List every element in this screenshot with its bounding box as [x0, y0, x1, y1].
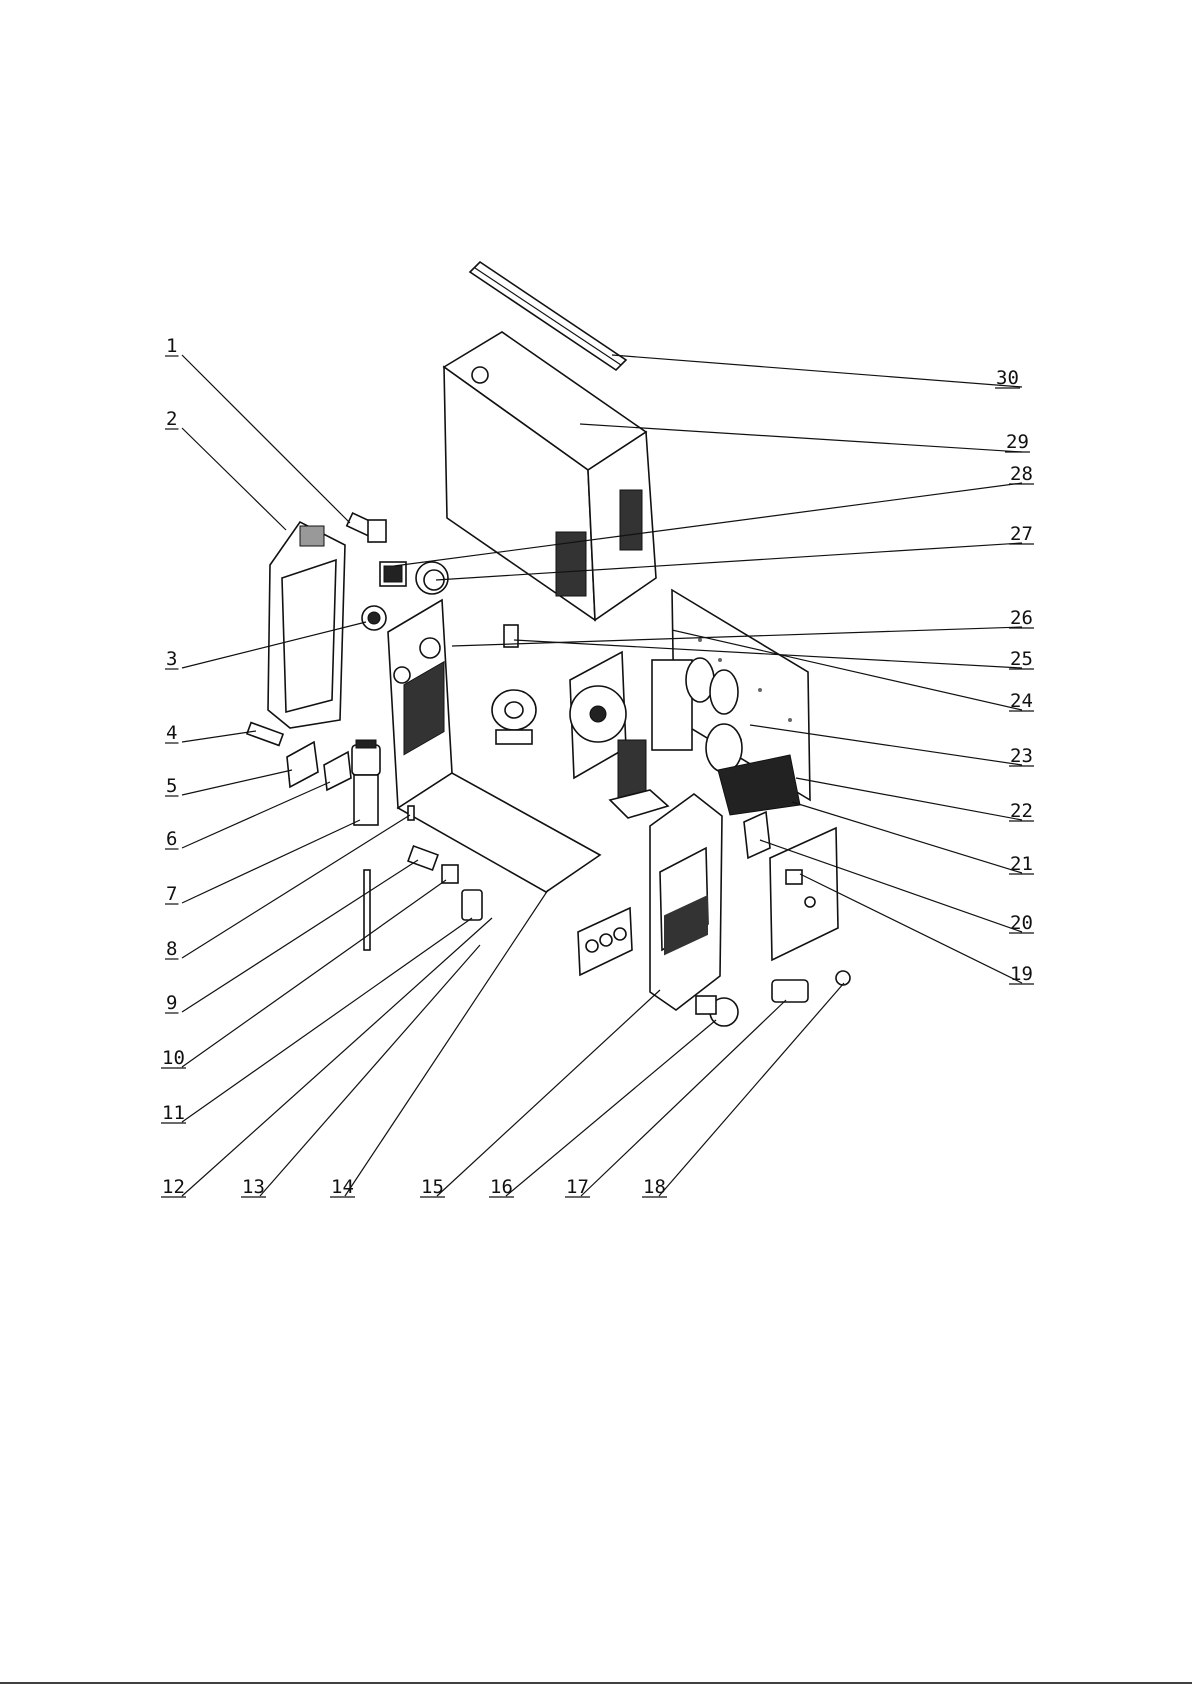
callout-label-4: 4: [166, 722, 177, 744]
part-pcb-assembly: [652, 590, 810, 815]
part-8-screw: [408, 806, 414, 820]
callout-label-18: 18: [643, 1176, 666, 1198]
callout-label-12: 12: [162, 1176, 185, 1198]
part-1-connector: [347, 513, 386, 542]
part-4-valve: [247, 723, 283, 746]
callout-label-13: 13: [242, 1176, 265, 1198]
part-7-filter-regulator: [352, 740, 380, 825]
part-19-front-panel: [770, 828, 838, 960]
part-20-control-pcb: [744, 812, 770, 858]
part-inductor: [492, 690, 536, 744]
callout-label-21: 21: [1010, 853, 1033, 875]
callout-label-2: 2: [166, 408, 177, 430]
part-12-solenoid: [462, 890, 482, 920]
callout-label-15: 15: [421, 1176, 444, 1198]
part-28-switch: [380, 562, 406, 586]
callout-label-11: 11: [162, 1102, 185, 1124]
part-10-fitting: [408, 846, 438, 870]
part-11-sensor: [442, 865, 458, 883]
callout-label-8: 8: [166, 938, 177, 960]
callout-label-1: 1: [166, 335, 177, 357]
callout-label-7: 7: [166, 883, 177, 905]
callout-label-30: 30: [996, 367, 1019, 389]
callout-label-19: 19: [1010, 963, 1033, 985]
part-heatsink: [610, 740, 668, 818]
callout-label-16: 16: [490, 1176, 513, 1198]
callout-label-14: 14: [331, 1176, 354, 1198]
part-5-bracket: [287, 742, 318, 787]
callout-label-10: 10: [162, 1047, 185, 1069]
callout-label-28: 28: [1010, 463, 1033, 485]
callout-label-24: 24: [1010, 690, 1033, 712]
callout-label-9: 9: [166, 992, 177, 1014]
callout-label-23: 23: [1010, 745, 1033, 767]
callout-label-20: 20: [1010, 912, 1033, 934]
part-17-torch-connector: [772, 980, 808, 1002]
part-18-nut: [836, 971, 850, 985]
callout-label-5: 5: [166, 775, 177, 797]
callout-label-3: 3: [166, 648, 177, 670]
callout-label-22: 22: [1010, 800, 1033, 822]
callout-label-6: 6: [166, 828, 177, 850]
callout-label-26: 26: [1010, 607, 1033, 629]
part-2-rear-frame: [268, 522, 345, 728]
part-13-plate: [578, 908, 632, 975]
callout-label-27: 27: [1010, 523, 1033, 545]
part-29-top-cover: [444, 332, 656, 620]
part-16-output-connector: [696, 996, 738, 1026]
part-6-bracket: [324, 752, 351, 790]
part-15-front-frame: [650, 794, 722, 1010]
callout-label-17: 17: [566, 1176, 589, 1198]
callout-label-25: 25: [1010, 648, 1033, 670]
callout-label-29: 29: [1006, 431, 1029, 453]
part-3-bushing: [362, 606, 386, 630]
part-27-knob: [416, 562, 448, 594]
